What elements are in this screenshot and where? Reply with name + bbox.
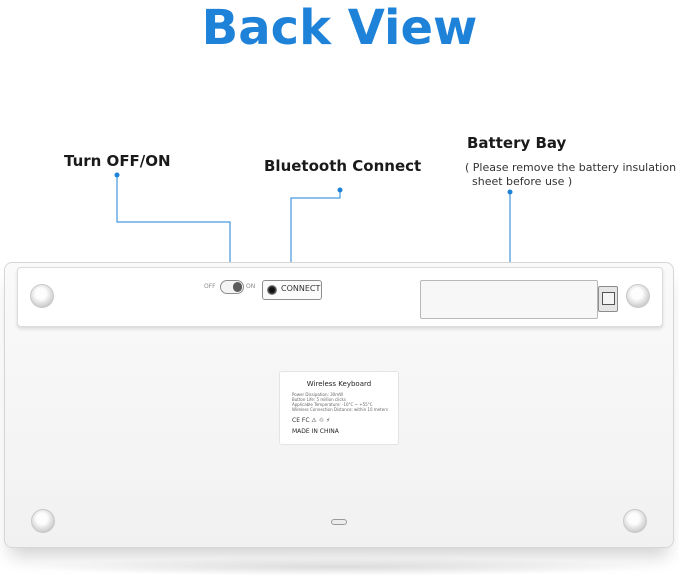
top-strip: OFF ON CONNECT	[17, 267, 663, 327]
bluetooth-label: Bluetooth Connect	[264, 157, 422, 175]
spec-line: Button Life: 5 million clicks	[292, 397, 346, 402]
certification-marks: CE FC ⚠ ♲ ⚡	[292, 417, 331, 424]
power-switch[interactable]	[220, 280, 244, 294]
connect-button-icon	[267, 285, 277, 295]
battery-note-line1: ( Please remove the battery insulation	[465, 161, 677, 174]
rubber-foot-bottom-left	[31, 509, 55, 533]
battery-door[interactable]	[420, 280, 598, 319]
keyboard-shadow	[20, 558, 660, 576]
rubber-foot-bottom-right	[623, 509, 647, 533]
battery-leader-dot	[507, 189, 513, 195]
bluetooth-leader	[290, 190, 341, 274]
power-label: Turn OFF/ON	[64, 152, 171, 170]
connect-button[interactable]: CONNECT	[262, 280, 322, 300]
made-in-label: MADE IN CHINA	[292, 428, 339, 435]
keyboard-back: OFF ON CONNECT Wireless Keyboard Power D…	[4, 262, 674, 548]
spec-line: Wireless Connection Distance: within 10 …	[292, 407, 388, 412]
bluetooth-leader-dot	[337, 187, 343, 193]
rubber-foot-top-left	[30, 284, 54, 308]
battery-latch[interactable]	[598, 286, 618, 312]
spec-line: Applicable Temperature: -10°C ~ +55°C	[292, 402, 373, 407]
connect-button-label: CONNECT	[281, 284, 321, 293]
bottom-slot	[331, 519, 347, 525]
latch-icon	[602, 292, 615, 305]
rubber-foot-top-right	[626, 284, 650, 308]
spec-line: Power Dissipation: 30mW	[292, 392, 344, 397]
toggle-switch-icon	[233, 282, 242, 292]
power-leader-dot	[114, 172, 120, 178]
page-title: Back View	[201, 0, 478, 56]
product-label-title: Wireless Keyboard	[306, 380, 372, 388]
power-leader	[116, 175, 231, 282]
switch-off-label: OFF	[204, 283, 216, 290]
product-label: Wireless Keyboard Power Dissipation: 30m…	[279, 371, 399, 445]
battery-note-line2: sheet before use )	[472, 175, 573, 188]
battery-label: Battery Bay	[467, 134, 567, 152]
switch-on-label: ON	[246, 283, 256, 290]
